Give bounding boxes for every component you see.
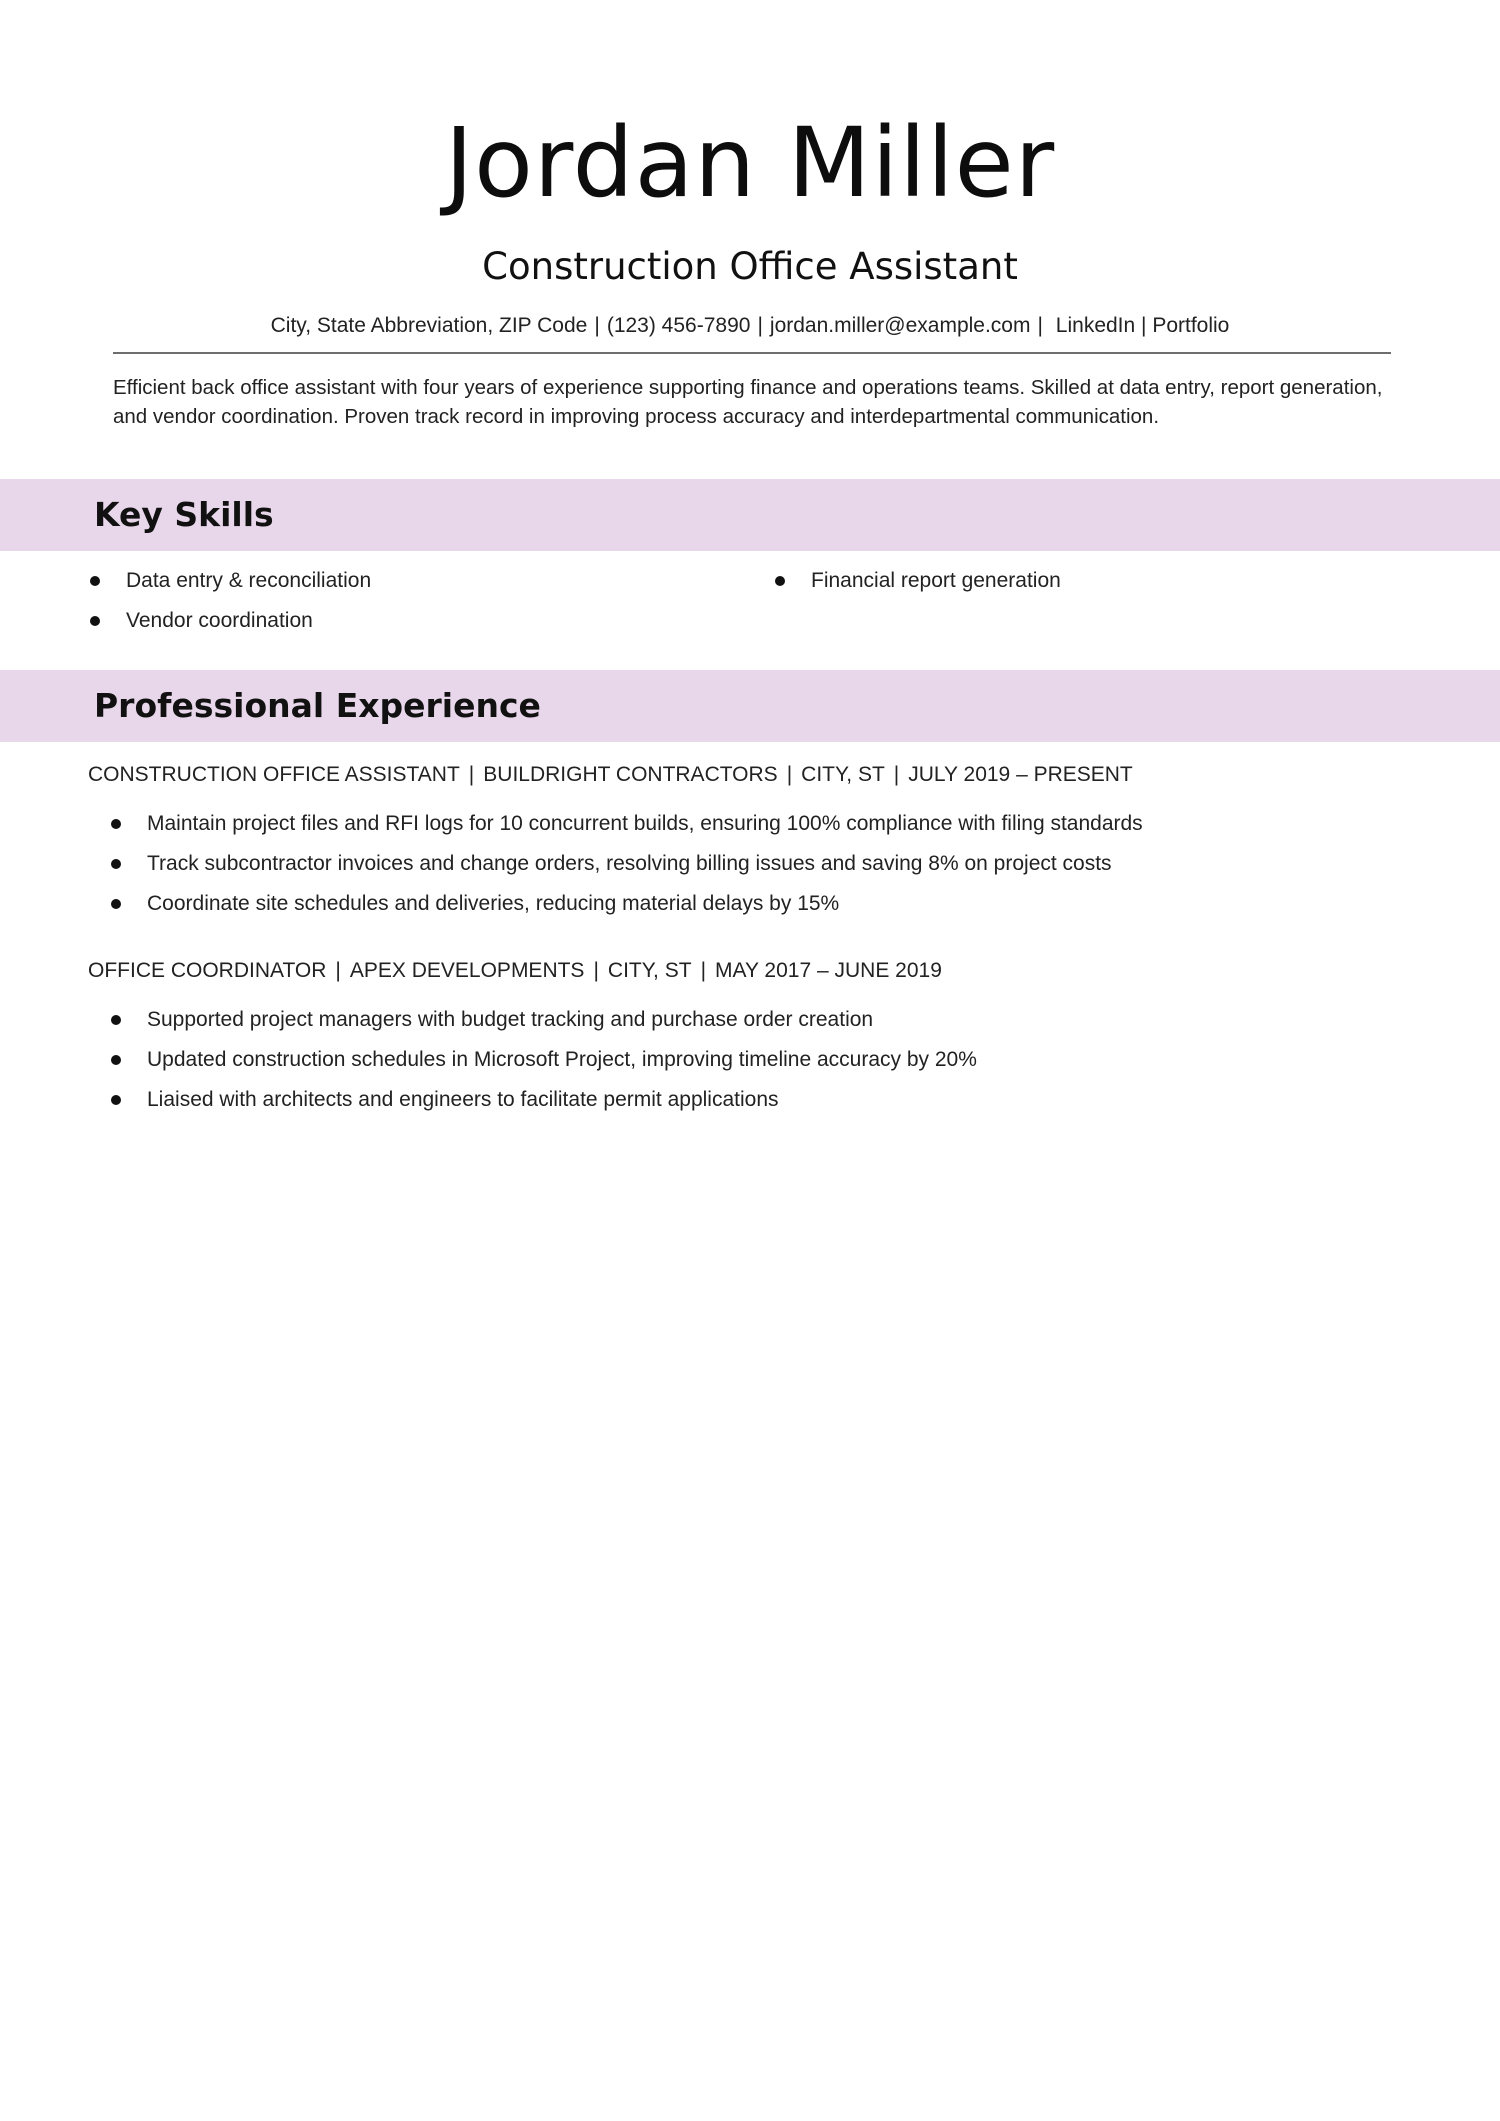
skills-section-band: Key Skills [0, 479, 1500, 551]
bullet-icon [111, 1015, 121, 1025]
contact-separator: | [594, 314, 600, 337]
skill-item: Data entry & reconciliation [88, 566, 773, 595]
job-role: Office Coordinator [88, 959, 327, 982]
bullet-icon [111, 1095, 121, 1105]
experience-section-band: Professional Experience [0, 670, 1500, 742]
job-bullet-list: Maintain project files and RFI logs for … [88, 809, 1418, 918]
job-header: Construction Office Assistant | BuildRight… [88, 760, 1418, 789]
experience-entry: Construction Office Assistant | BuildRight… [88, 760, 1418, 929]
job-dates: May 2017 – June 2019 [715, 959, 942, 982]
job-bullet: Supported project managers with budget t… [88, 1005, 1418, 1034]
job-separator: | [468, 763, 475, 786]
candidate-title: Construction Office Assistant [482, 245, 1018, 288]
job-header: Office Coordinator | Apex Developments | Cit… [88, 956, 1418, 985]
job-bullet: Liaised with architects and engineers to… [88, 1085, 1418, 1114]
bullet-icon [90, 616, 100, 626]
job-bullet-text: Liaised with architects and engineers to… [147, 1088, 779, 1111]
job-dates: July 2019 – Present [908, 763, 1133, 786]
bullet-icon [111, 819, 121, 829]
candidate-name: Jordan Miller [444, 107, 1056, 219]
contact-links[interactable]: LinkedIn | Portfolio [1055, 314, 1230, 337]
experience-heading: Professional Experience [94, 686, 541, 725]
bullet-icon [775, 576, 785, 586]
job-company: BuildRight Contractors [483, 763, 778, 786]
contact-location: City, State Abbreviation, ZIP Code [270, 314, 588, 337]
experience-entry: Office Coordinator | Apex Developments | Cit… [88, 956, 1418, 1125]
job-bullet-text: Updated construction schedules in Micros… [147, 1048, 977, 1071]
skill-item: Financial report generation [773, 566, 1418, 595]
contact-email[interactable]: jordan.miller@example.com [769, 314, 1031, 337]
job-location: City, ST [801, 763, 885, 786]
job-separator: | [593, 959, 599, 982]
skills-list: Data entry & reconciliation Financial re… [88, 566, 1418, 635]
job-role: Construction Office Assistant [88, 763, 460, 786]
header-divider [113, 352, 1391, 354]
contact-separator: | [757, 314, 763, 337]
contact-separator: | [1037, 314, 1043, 337]
job-separator: | [786, 763, 793, 786]
job-bullet-list: Supported project managers with budget t… [88, 1005, 1418, 1114]
skills-heading: Key Skills [94, 495, 274, 534]
job-bullet: Maintain project files and RFI logs for … [88, 809, 1418, 838]
bullet-icon [90, 576, 100, 586]
job-separator: | [335, 959, 341, 982]
professional-summary: Efficient back office assistant with fou… [113, 376, 1383, 428]
bullet-icon [111, 859, 121, 869]
job-location: City, ST [607, 959, 692, 982]
contact-phone: (123) 456-7890 [606, 314, 751, 337]
contact-line: City, State Abbreviation, ZIP Code | (123)… [0, 312, 1500, 340]
skill-label: Financial report generation [811, 569, 1061, 592]
job-bullet-text: Track subcontractor invoices and change … [147, 852, 1112, 875]
job-bullet: Updated construction schedules in Micros… [88, 1045, 1418, 1074]
job-bullet: Track subcontractor invoices and change … [88, 849, 1418, 878]
skill-item: Vendor coordination [88, 606, 773, 635]
job-bullet-text: Coordinate site schedules and deliveries… [147, 892, 840, 915]
job-separator: | [700, 959, 707, 982]
skill-label: Vendor coordination [126, 609, 313, 632]
job-bullet-text: Supported project managers with budget t… [147, 1008, 874, 1031]
job-separator: | [893, 763, 900, 786]
skill-label: Data entry & reconciliation [126, 569, 372, 592]
bullet-icon [111, 899, 121, 909]
bullet-icon [111, 1055, 121, 1065]
job-bullet-text: Maintain project files and RFI logs for … [147, 812, 1143, 835]
job-bullet: Coordinate site schedules and deliveries… [88, 889, 1418, 918]
job-company: Apex Developments [349, 959, 585, 982]
